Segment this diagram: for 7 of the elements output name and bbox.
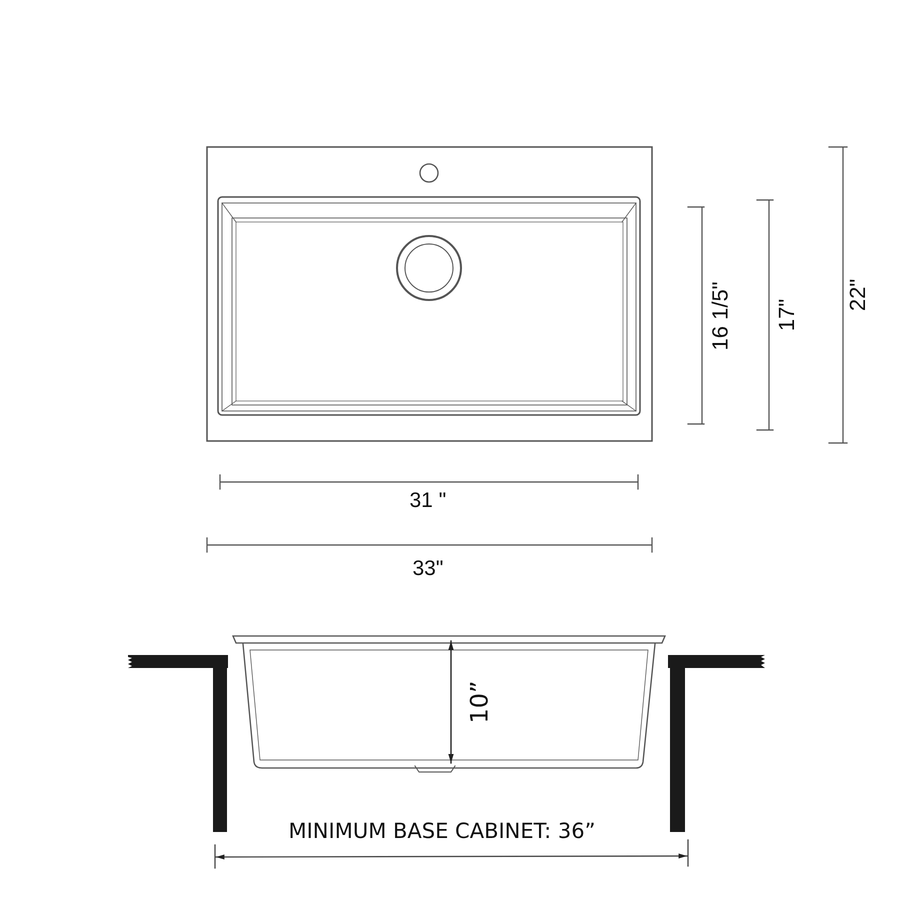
dimension-label: 10” bbox=[467, 680, 491, 724]
dimension-label: 33" bbox=[412, 558, 444, 578]
dimension-label: 16 1/5" bbox=[709, 282, 731, 350]
dimension-label: 31 " bbox=[410, 490, 446, 510]
dimension-label: 22" bbox=[847, 278, 870, 312]
dimension-label: 17" bbox=[776, 298, 798, 332]
cabinet-width-label: MINIMUM BASE CABINET: 36” bbox=[288, 820, 596, 842]
